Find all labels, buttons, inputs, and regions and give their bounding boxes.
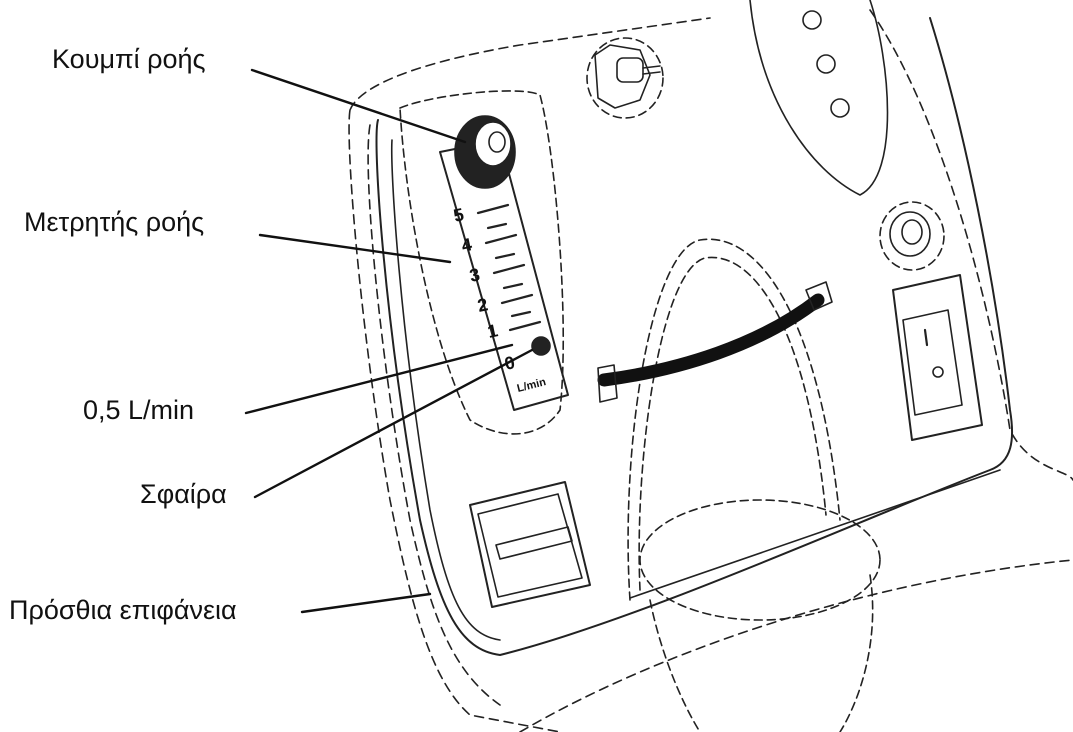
flow-knob [454, 115, 516, 189]
callout-half-lpm: 0,5 L/min [83, 395, 195, 425]
leader-front-panel [300, 592, 432, 614]
leader-flow-knob [250, 68, 467, 144]
scale-label-3: 3 [468, 264, 482, 286]
flowmeter-ball [531, 336, 551, 356]
scale-unit: L/min [516, 376, 548, 395]
callout-front-panel: Πρόσθια επιφάνεια [9, 595, 237, 625]
panel-base-line [629, 469, 1001, 599]
callout-ball: Σφαίρα [140, 479, 227, 509]
indicator-panel [749, 0, 889, 196]
leader-lines [244, 68, 534, 614]
filter-slot [469, 481, 591, 608]
outer-housing-inner-edge [367, 124, 501, 706]
leader-half-lpm [244, 343, 514, 415]
oxygen-outlet-fitting [586, 37, 664, 119]
scale-label-2: 2 [476, 294, 490, 316]
outer-housing-right [869, 9, 1073, 481]
carry-handle [597, 293, 825, 387]
front-panel-inner [390, 139, 501, 641]
leader-ball [253, 348, 534, 499]
callout-flow-meter: Μετρητής ροής [24, 207, 205, 237]
humidifier-connector [879, 201, 945, 271]
handle-recess-inner [638, 256, 827, 591]
handle-mount-left [597, 364, 618, 403]
flowmeter-recess [399, 90, 565, 435]
power-switch [892, 274, 983, 441]
outer-housing-outline [348, 17, 711, 732]
scale-label-0: 0 [503, 352, 517, 374]
filter-cover [639, 499, 881, 732]
scale-label-1: 1 [486, 320, 500, 342]
callout-flow-knob: Κουμπί ροής [52, 44, 206, 74]
front-panel-outline [375, 17, 1014, 656]
scale-label-4: 4 [460, 234, 474, 256]
scale-label-5: 5 [452, 204, 466, 226]
outer-housing-bottom-edge [519, 559, 1073, 732]
leader-flow-meter [258, 233, 452, 264]
flowmeter-ticks [476, 203, 542, 332]
handle-mount-right [805, 281, 833, 311]
handle-recess [627, 238, 841, 601]
